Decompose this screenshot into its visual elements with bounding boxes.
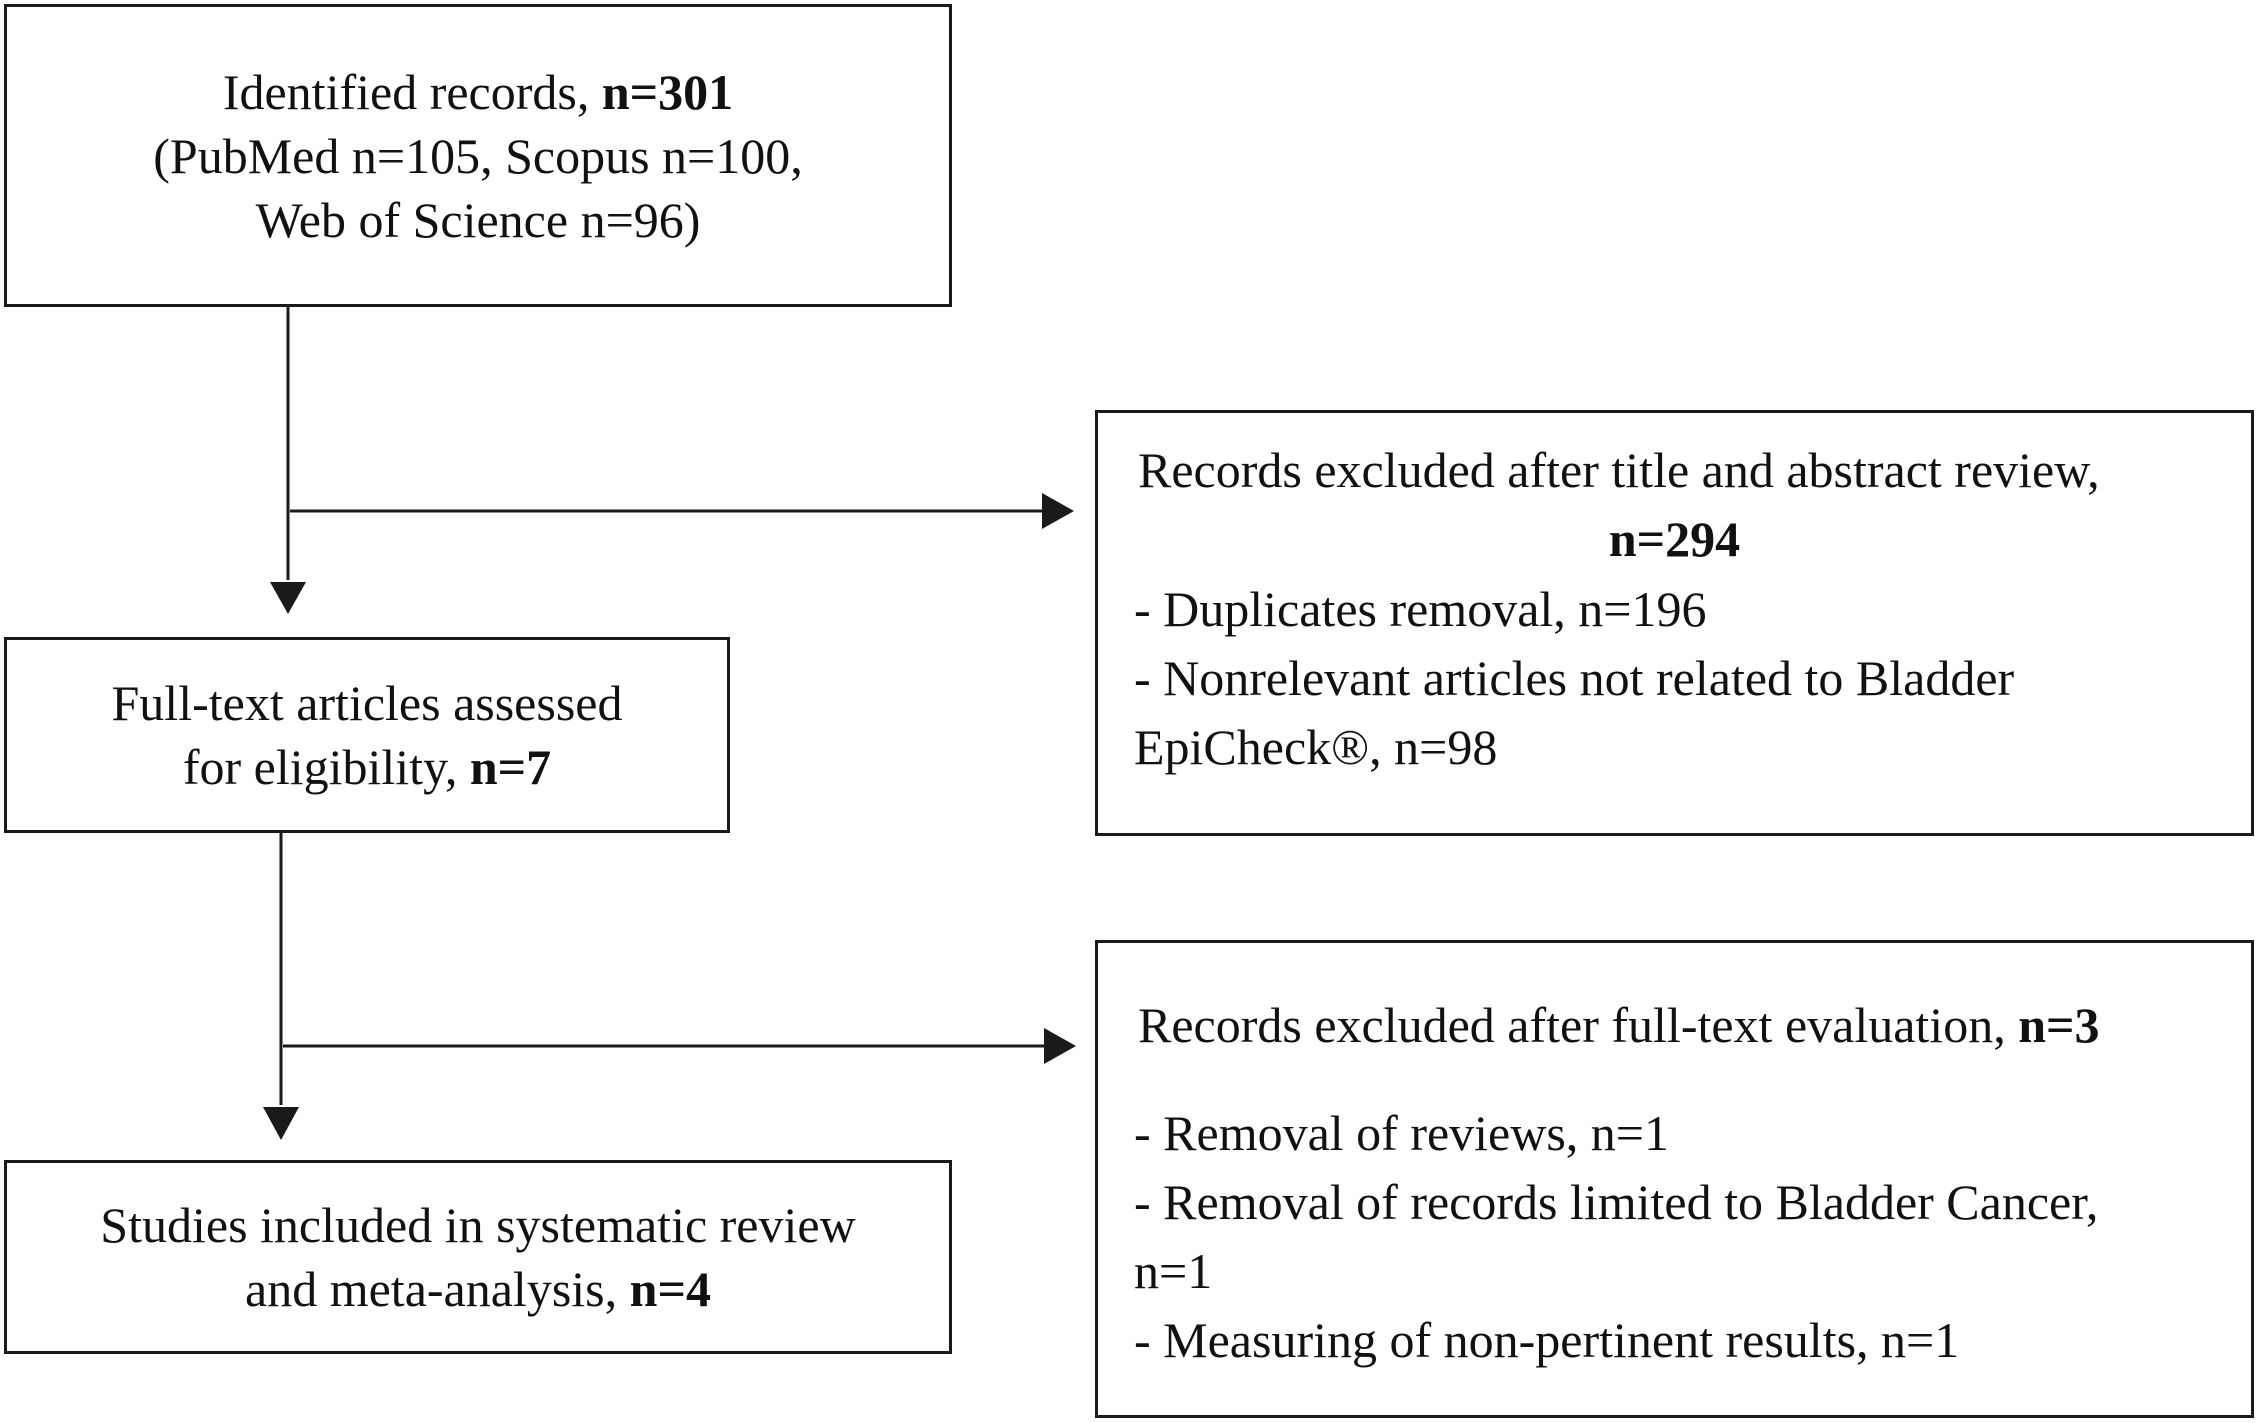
identified-records-line1: Identified records, n=301 xyxy=(223,60,733,124)
fulltext-assessed-line2: for eligibility, n=7 xyxy=(183,735,551,799)
studies-included-count: n=4 xyxy=(629,1261,711,1317)
studies-included-line1: Studies included in systematic review xyxy=(100,1197,856,1253)
excluded-fulltext-count: n=3 xyxy=(2018,997,2100,1053)
excluded-fulltext-item-bladder-cancer-cont: n=1 xyxy=(1134,1243,1213,1299)
studies-included-label: and meta-analysis, xyxy=(245,1261,630,1317)
excluded-fulltext-item-reviews: - Removal of reviews, n=1 xyxy=(1134,1105,1670,1161)
fulltext-assessed-line1: Full-text articles assessed xyxy=(111,675,623,731)
fulltext-assessed-count: n=7 xyxy=(469,739,552,795)
excluded-fulltext-box: Records excluded after full-text evaluat… xyxy=(1095,940,2254,1418)
excluded-screening-count: n=294 xyxy=(1608,511,1741,567)
identified-records-sources-line: (PubMed n=105, Scopus n=100, xyxy=(153,127,803,184)
excluded-fulltext-label: Records excluded after full-text evaluat… xyxy=(1138,997,2019,1053)
identified-records-label: Identified records, xyxy=(222,63,602,120)
excluded-fulltext-title: Records excluded after full-text evaluat… xyxy=(1138,993,2100,1057)
excluded-screening-title: Records excluded after title and abstrac… xyxy=(1138,442,2100,498)
fulltext-assessed-box: Full-text articles assessed for eligibil… xyxy=(4,637,730,833)
arrowhead-included xyxy=(263,1107,299,1140)
excluded-screening-box: Records excluded after title and abstrac… xyxy=(1095,410,2254,836)
excluded-fulltext-item-non-pertinent: - Measuring of non-pertinent results, n=… xyxy=(1134,1312,1960,1368)
arrowhead-fulltext xyxy=(270,582,306,614)
identified-records-box: Identified records, n=301 (PubMed n=105,… xyxy=(4,4,952,307)
arrowhead-excluded-screening xyxy=(1042,493,1074,529)
excluded-screening-item-nonrelevant: - Nonrelevant articles not related to Bl… xyxy=(1134,650,2015,706)
excluded-fulltext-item-bladder-cancer: - Removal of records limited to Bladder … xyxy=(1134,1174,2099,1230)
excluded-screening-item-duplicates: - Duplicates removal, n=196 xyxy=(1134,581,1707,637)
identified-records-sources-line2: Web of Science n=96) xyxy=(255,191,701,248)
arrowhead-excluded-fulltext xyxy=(1044,1028,1076,1064)
excluded-screening-item-nonrelevant-cont: EpiCheck®, n=98 xyxy=(1134,719,1498,775)
studies-included-box: Studies included in systematic review an… xyxy=(4,1160,952,1354)
identified-records-count: n=301 xyxy=(601,63,734,120)
studies-included-line2: and meta-analysis, n=4 xyxy=(245,1257,711,1321)
fulltext-assessed-label: for eligibility, xyxy=(182,739,470,795)
